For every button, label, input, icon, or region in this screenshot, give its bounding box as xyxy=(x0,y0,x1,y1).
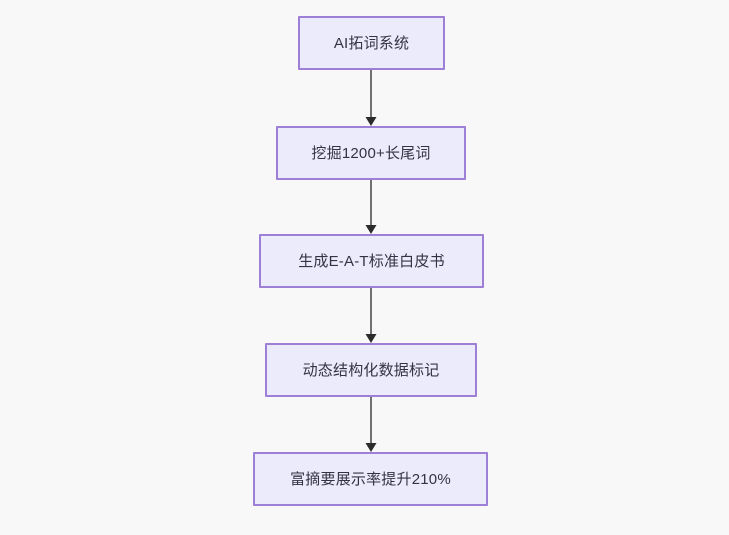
flow-node-label: AI拓词系统 xyxy=(333,34,410,52)
flow-node-label: 富摘要展示率提升210% xyxy=(290,470,451,488)
connector-node-1-to-node-2 xyxy=(365,70,377,126)
flow-node-ai-keyword-system[interactable]: AI拓词系统 xyxy=(298,16,445,70)
flow-node-label: 挖掘1200+长尾词 xyxy=(311,144,431,162)
flow-node-label: 动态结构化数据标记 xyxy=(302,361,440,379)
flow-node-mine-longtail-keywords[interactable]: 挖掘1200+长尾词 xyxy=(276,126,466,180)
flow-node-rich-snippet-rate-increase[interactable]: 富摘要展示率提升210% xyxy=(253,452,488,506)
connector-node-3-to-node-4 xyxy=(365,288,377,343)
connector-node-2-to-node-3 xyxy=(365,180,377,234)
flow-node-label: 生成E-A-T标准白皮书 xyxy=(298,252,445,270)
flow-node-dynamic-structured-data-markup[interactable]: 动态结构化数据标记 xyxy=(265,343,477,397)
flow-node-generate-eat-whitepaper[interactable]: 生成E-A-T标准白皮书 xyxy=(259,234,484,288)
connector-node-4-to-node-5 xyxy=(365,397,377,452)
